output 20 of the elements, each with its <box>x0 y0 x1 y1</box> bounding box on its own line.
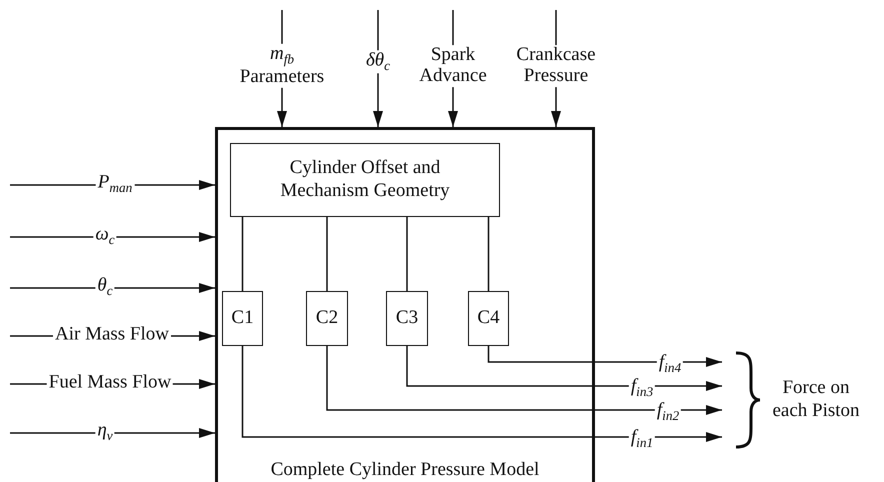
process-box <box>306 291 348 346</box>
output-caption: Force on each Piston <box>771 377 861 423</box>
model-box <box>215 127 595 482</box>
process-box <box>222 291 263 346</box>
arrow <box>406 346 722 391</box>
edge-label: δθ$_{c}$ <box>364 50 392 74</box>
arrow <box>326 346 722 415</box>
process-box <box>230 143 500 217</box>
process-box <box>468 291 509 346</box>
box-label: Complete Cylinder Pressure Model <box>270 459 540 482</box>
arrow <box>10 232 215 242</box>
connector-line <box>488 217 490 291</box>
arrow <box>488 346 722 367</box>
connector-line <box>406 217 408 291</box>
connector-line <box>326 217 328 291</box>
arrow <box>242 346 722 442</box>
connector-line <box>242 217 244 291</box>
process-box <box>386 291 428 346</box>
arrow <box>10 283 215 293</box>
arrow <box>10 428 215 438</box>
